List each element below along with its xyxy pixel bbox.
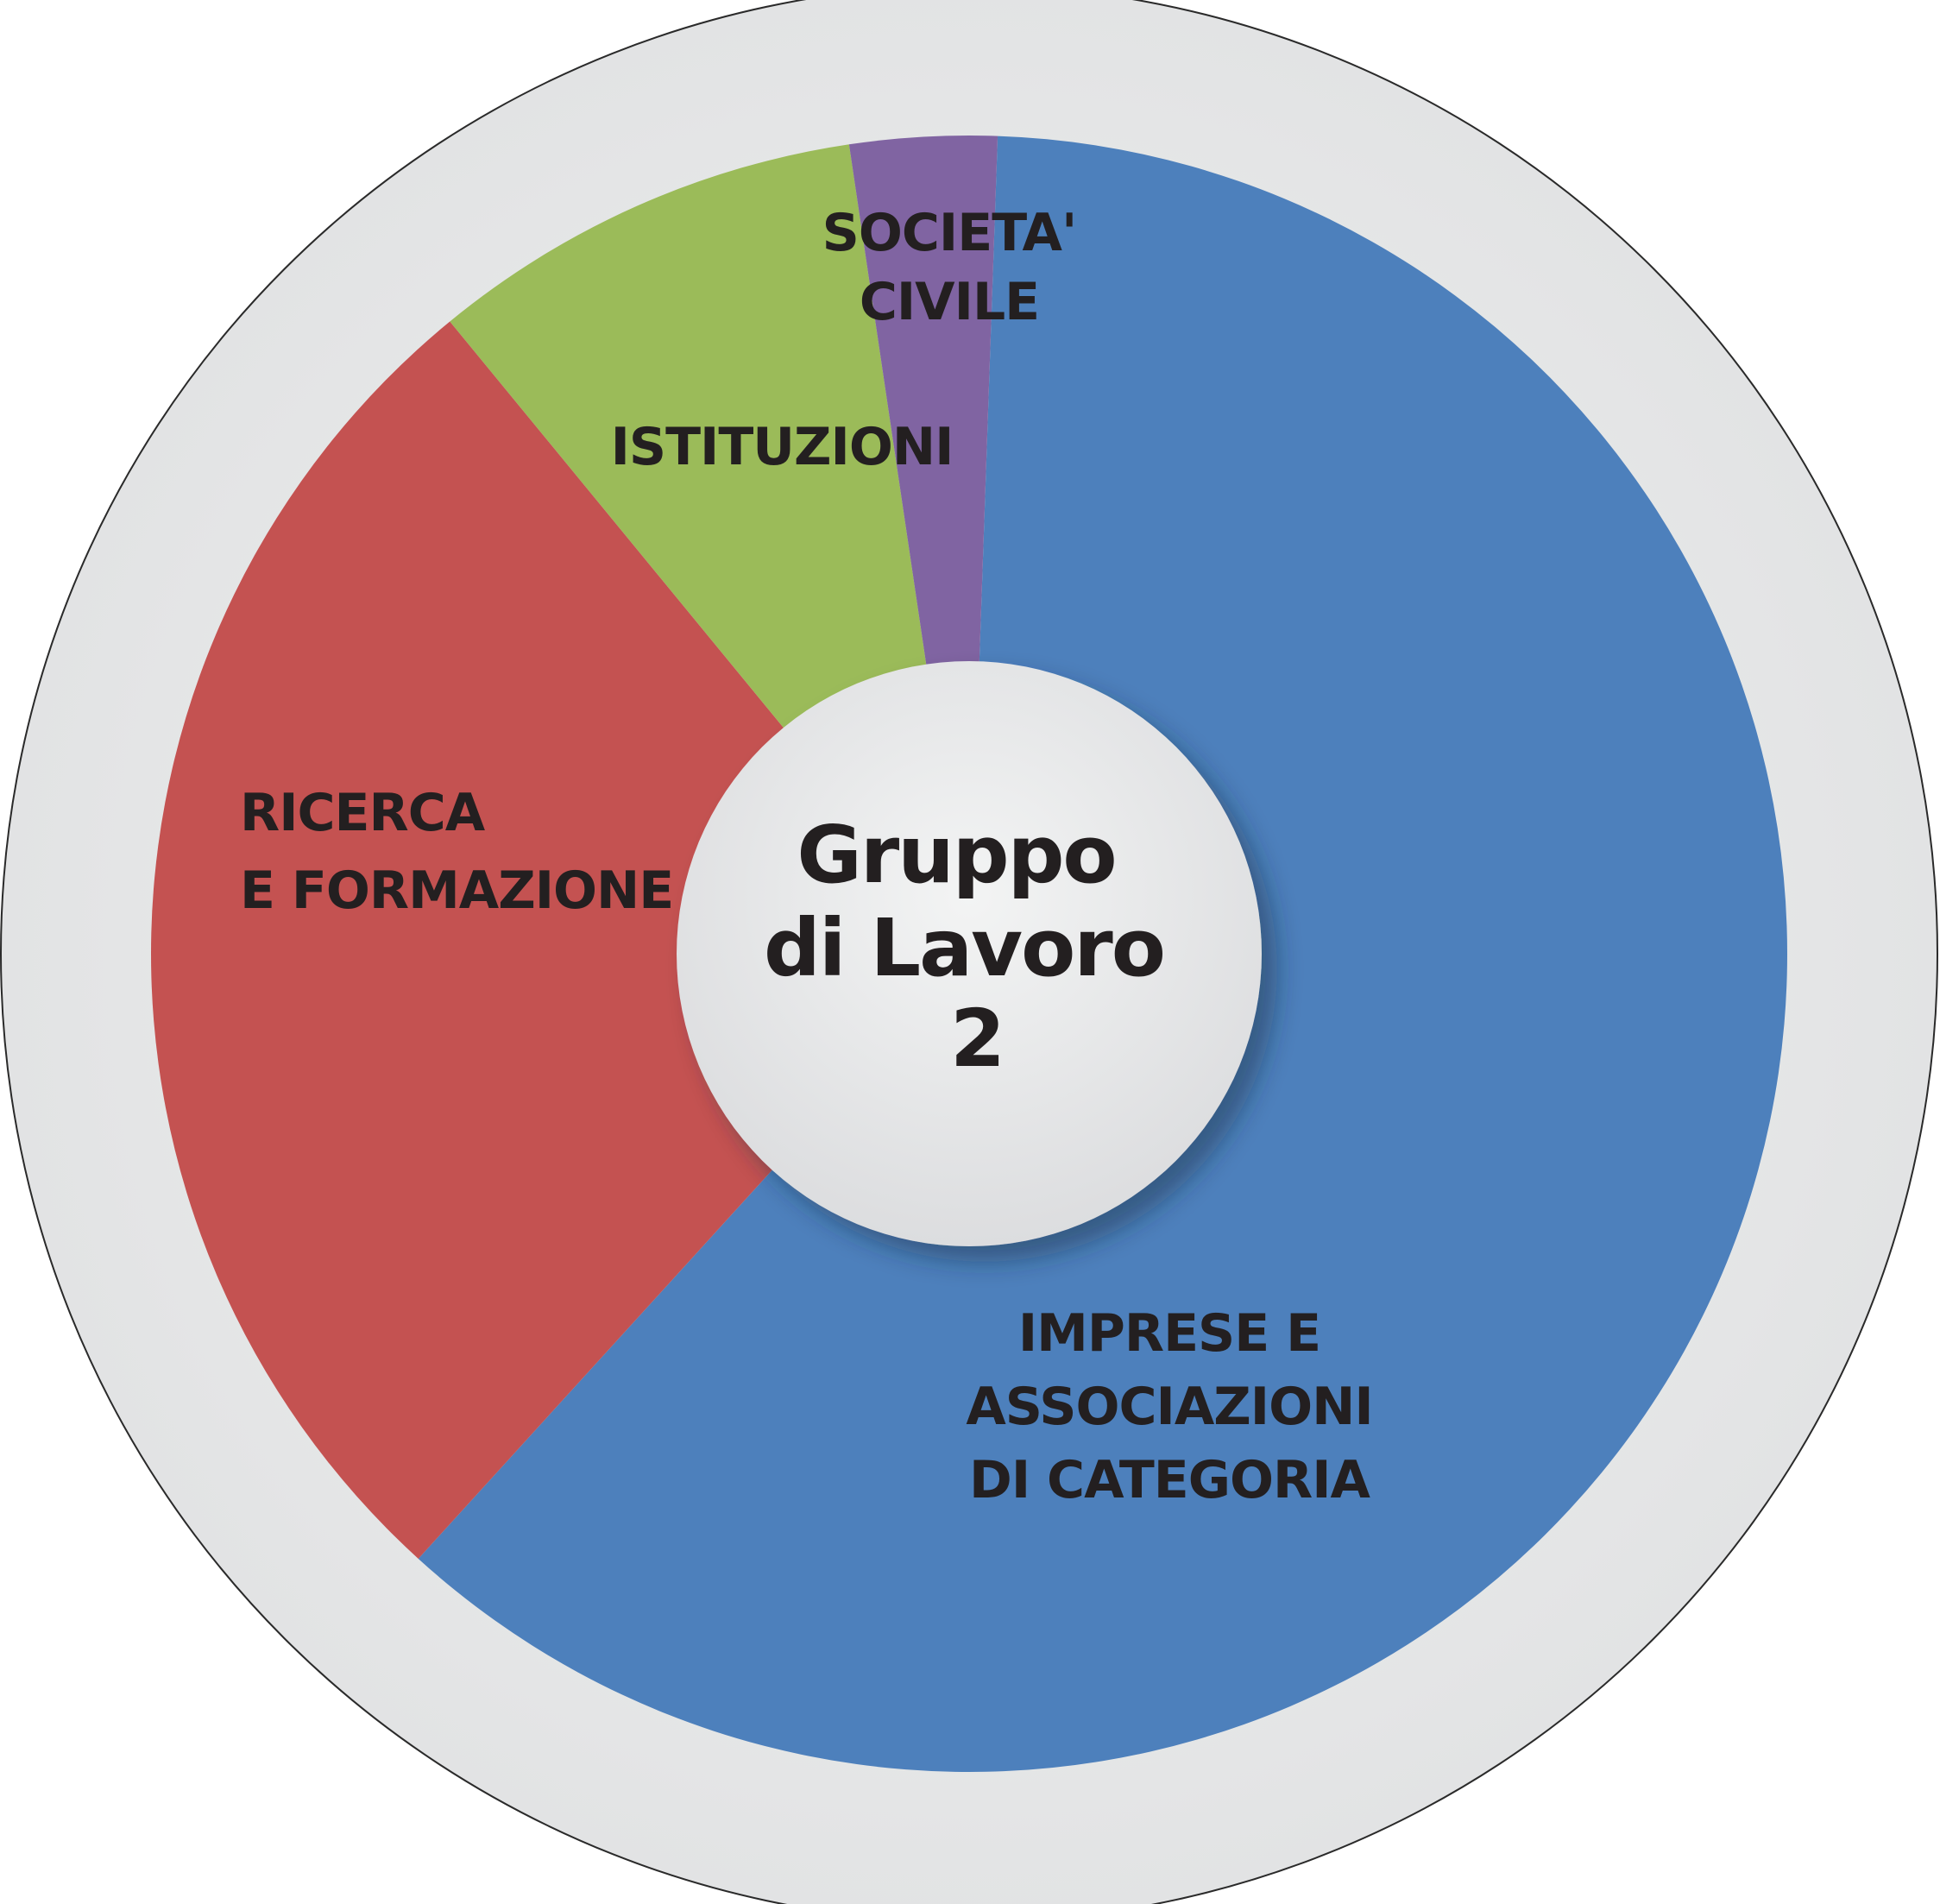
slice-label-1-line-1: IMPRESE E [1018,1303,1320,1364]
slice-label-2-line-2: E FORMAZIONE [240,861,673,921]
slice-label-2: RICERCA E FORMAZIONE [240,783,673,921]
slice-labels: IMPRESE E ASSOCIAZIONI DI CATEGORIA RICERCA… [240,203,1374,1510]
slice-label-2-line-1: RICERCA [240,783,486,843]
center-hub [677,661,1262,1246]
pie-slice-2 [151,321,969,1559]
center-label: Gruppo di Lavoro 2 [764,809,1190,1085]
slice-label-1: IMPRESE E ASSOCIAZIONI DI CATEGORIA [966,1303,1372,1510]
slice-label-4-line-2: CIVILE [860,272,1039,332]
slice-label-3: ISTITUZIONI [611,417,954,477]
center-label-line-2: di Lavoro [764,902,1164,994]
center-label-line-1: Gruppo [797,809,1115,901]
slice-label-1-line-3: DI CATEGORIA [969,1450,1371,1510]
slice-label-1-line-2: ASSOCIAZIONI [966,1377,1372,1437]
slice-label-4: SOCIETA' CIVILE [822,203,1077,332]
center-label-line-3: 2 [950,993,1004,1085]
slice-label-3-line-1: ISTITUZIONI [611,417,954,477]
slice-label-4-line-1: SOCIETA' [822,203,1077,263]
